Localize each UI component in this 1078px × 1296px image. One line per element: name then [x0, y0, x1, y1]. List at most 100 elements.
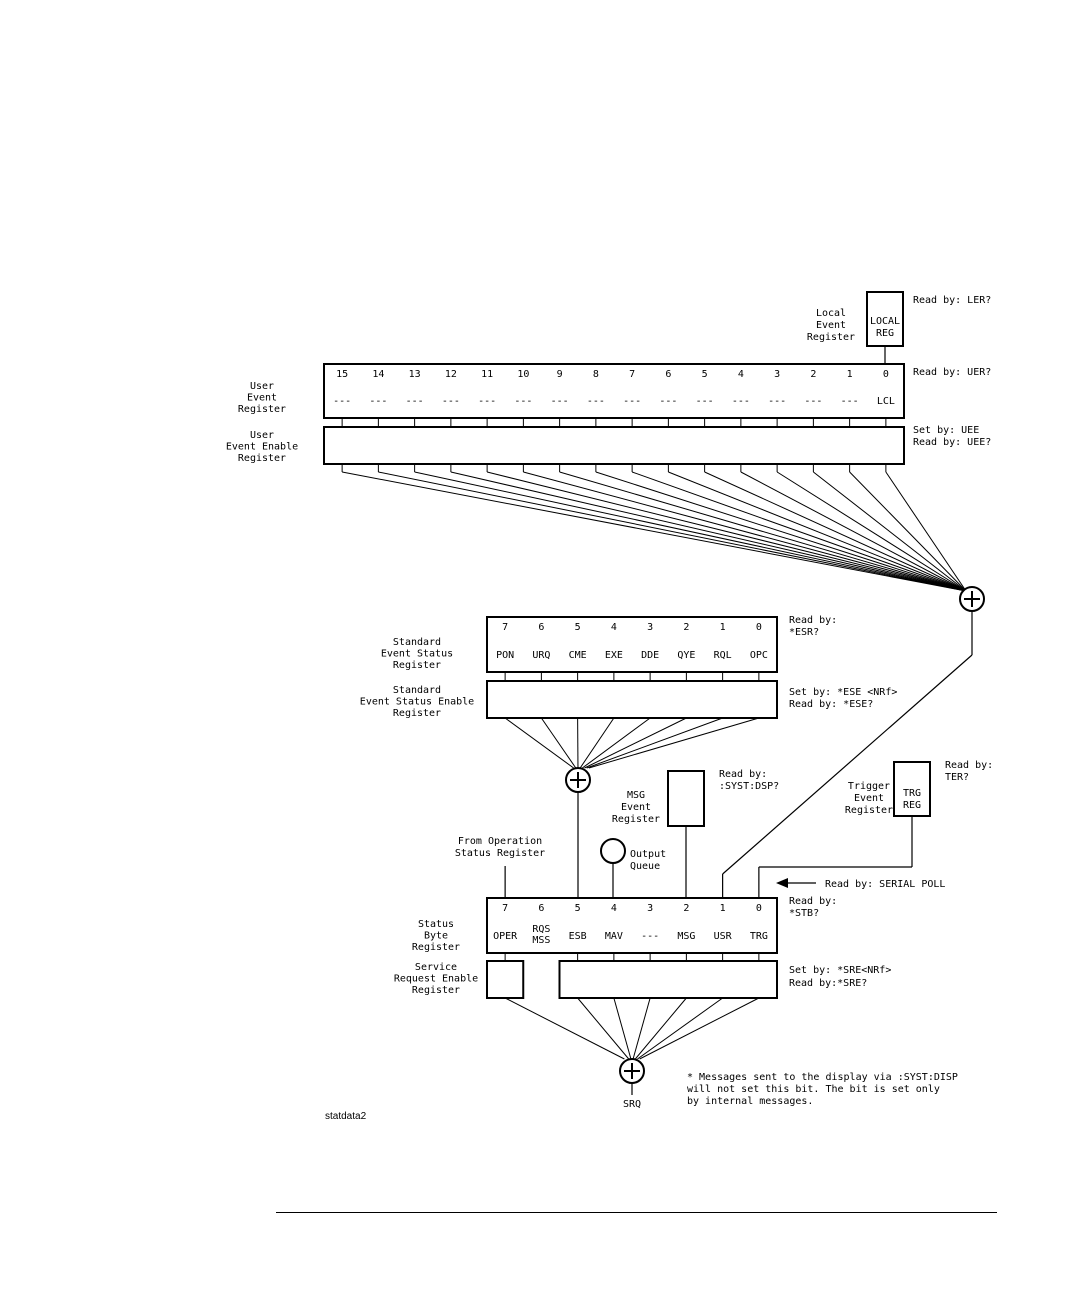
trigger-event-register — [893, 761, 931, 817]
standard-event-bit-number: 3 — [647, 622, 653, 633]
user-event-bit-number: 5 — [702, 369, 708, 380]
footnote-line-0: * Messages sent to the display via :SYST… — [687, 1072, 958, 1083]
status-byte-bit-name: USR — [714, 931, 733, 942]
user-event-bit-number: 13 — [409, 369, 421, 380]
service-enable-fan-line — [632, 997, 651, 1060]
service-enable-fan-line — [504, 997, 625, 1060]
service-enable-fan-line — [613, 997, 632, 1060]
standard-event-enable-label-line-0: Standard — [393, 685, 441, 696]
status-byte-register — [486, 897, 778, 954]
user-enable-fan-line — [704, 471, 967, 592]
status-byte-label-line-1: Byte — [424, 931, 448, 942]
user-event-bit-name: --- — [369, 396, 387, 407]
status-byte-read-by-line-1: *STB? — [789, 908, 819, 919]
standard-event-label-line-1: Event Status — [381, 649, 453, 660]
output-queue-label-line-1: Queue — [630, 861, 660, 872]
standard-event-bit-name: URQ — [532, 650, 550, 661]
trigger-event-label-line-2: Register — [845, 805, 893, 816]
status-byte-bit-number: 5 — [575, 903, 581, 914]
status-byte-bit-name: RQS — [532, 924, 550, 935]
standard-enable-fan-line — [582, 717, 651, 769]
status-byte-bit-name: OPER — [493, 931, 518, 942]
status-byte-bit-name: --- — [641, 931, 659, 942]
output-queue-circle — [600, 838, 626, 864]
service-enable-fan-line — [577, 997, 630, 1060]
local-event-label-line-0: Local — [816, 308, 846, 319]
user-enable-fan-line — [559, 471, 967, 592]
standard-enable-fan-line — [588, 717, 760, 769]
standard-event-bit-name: EXE — [605, 650, 623, 661]
trigger-event-reg-text-line-0: TRG — [903, 788, 921, 799]
trigger-event-read-by-line-0: Read by: — [945, 760, 993, 771]
standard-event-enable-set-by: Set by: *ESE <NRf> — [789, 687, 897, 698]
service-request-enable-label-line-1: Request Enable — [394, 974, 478, 985]
standard-event-read-by-line-0: Read by: — [789, 615, 837, 626]
service-enable-fan-line — [637, 997, 723, 1060]
user-event-label-line-2: Register — [238, 404, 286, 415]
user-event-bit-number: 3 — [774, 369, 780, 380]
local-event-read-by: Read by: LER? — [913, 295, 991, 306]
user-enable-fan-line — [342, 471, 967, 592]
status-byte-bit-number: 7 — [502, 903, 508, 914]
local-event-reg-text-line-1: REG — [876, 328, 894, 339]
figure-id: statdata2 — [325, 1111, 367, 1122]
srq-label: SRQ — [623, 1099, 641, 1110]
user-event-enable-label-line-1: Event Enable — [226, 442, 298, 453]
status-byte-bit-name: ESB — [569, 931, 587, 942]
standard-event-bit-name: RQL — [714, 650, 732, 661]
user-event-bit-name: --- — [333, 396, 351, 407]
user-event-read-by: Read by: UER? — [913, 367, 991, 378]
standard-event-read-by-line-1: *ESR? — [789, 627, 819, 638]
user-event-bit-name: --- — [514, 396, 532, 407]
status-byte-bit-name: MAV — [605, 931, 623, 942]
user-event-bit-number: 15 — [336, 369, 348, 380]
serial-poll-arrow-head — [776, 878, 788, 888]
serial-poll-label: Read by: SERIAL POLL — [825, 879, 945, 890]
status-byte-bit-name: TRG — [750, 931, 768, 942]
user-event-bit-number: 1 — [847, 369, 853, 380]
user-event-bit-name: --- — [442, 396, 460, 407]
operation-status-label-line-0: From Operation — [458, 836, 542, 847]
standard-event-status-enable-register — [486, 680, 778, 719]
service-request-enable-read-by: Read by:*SRE? — [789, 978, 867, 989]
output-queue-label-line-0: Output — [630, 849, 666, 860]
msg-event-register — [667, 770, 705, 827]
msg-event-label-line-2: Register — [612, 814, 660, 825]
registers-group — [323, 291, 985, 1084]
status-byte-bit-name: MSG — [677, 931, 695, 942]
local-event-label-line-2: Register — [807, 332, 855, 343]
status-byte-bit-number: 6 — [538, 903, 544, 914]
standard-event-enable-label-line-2: Register — [393, 708, 441, 719]
user-event-bit-number: 11 — [481, 369, 493, 380]
service-request-enable-set-by: Set by: *SRE<NRf> — [789, 965, 891, 976]
user-enable-fan-line — [487, 471, 967, 592]
standard-event-bit-number: 1 — [720, 622, 726, 633]
status-byte-bit-number: 1 — [720, 903, 726, 914]
service-request-enable-label-line-2: Register — [412, 985, 460, 996]
service-request-enable-register — [558, 960, 778, 999]
user-event-enable-label-line-2: Register — [238, 453, 286, 464]
user-event-bit-name: --- — [478, 396, 496, 407]
standard-event-bit-number: 7 — [502, 622, 508, 633]
user-enable-fan-line — [813, 471, 967, 592]
status-byte-label-line-2: Register — [412, 942, 460, 953]
standard-event-bit-number: 0 — [756, 622, 762, 633]
user-event-bit-number: 0 — [883, 369, 889, 380]
user-event-bit-number: 2 — [810, 369, 816, 380]
user-event-bit-name: --- — [551, 396, 569, 407]
msg-event-read-by-line-0: Read by: — [719, 769, 767, 780]
user-event-bit-name: --- — [587, 396, 605, 407]
standard-event-bit-number: 2 — [683, 622, 689, 633]
user-event-label-line-1: Event — [247, 393, 277, 404]
standard-enable-fan-line — [586, 717, 723, 769]
trigger-event-reg-text-line-1: REG — [903, 800, 921, 811]
local-event-register — [866, 291, 904, 347]
user-enable-fan-line — [523, 471, 967, 592]
user-event-bit-name: --- — [841, 396, 859, 407]
user-summary-diagonal — [722, 654, 973, 875]
status-byte-label-line-0: Status — [418, 919, 454, 930]
standard-event-enable-label-line-1: Event Status Enable — [360, 697, 474, 708]
user-event-bit-number: 10 — [517, 369, 529, 380]
